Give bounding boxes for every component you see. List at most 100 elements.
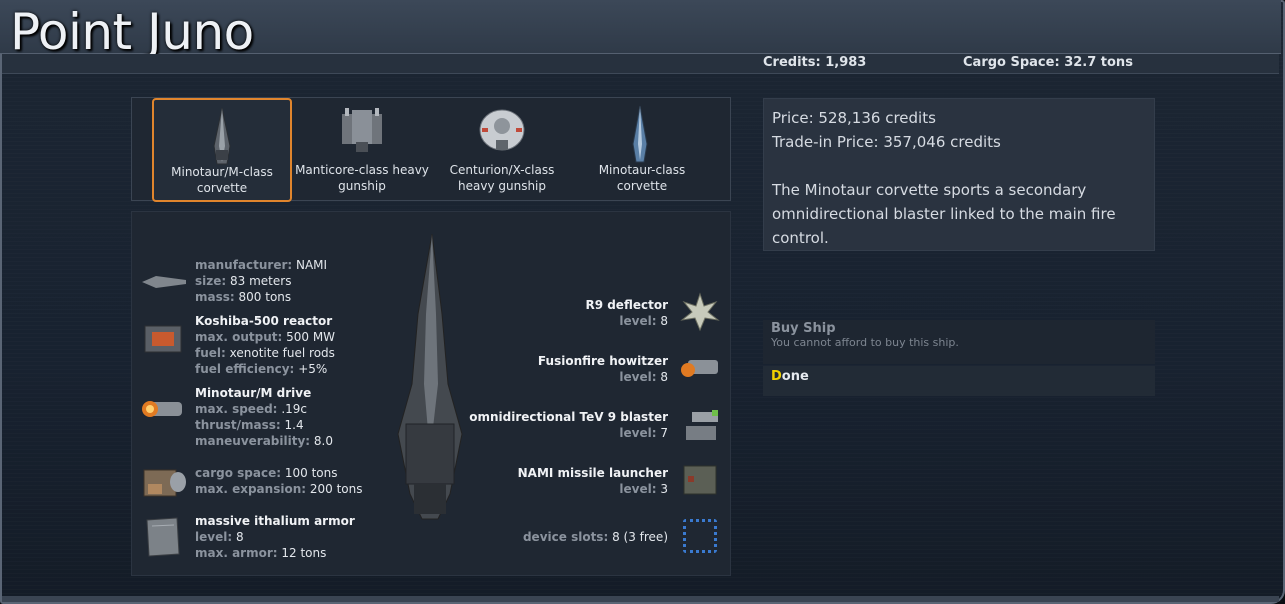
buy-ship-reason: You cannot afford to buy this ship. bbox=[771, 336, 959, 349]
cargo-readout: Cargo Space: 32.7 tons bbox=[963, 55, 1133, 70]
reactor-specs: Koshiba-500 reactor max. output: 500 MW … bbox=[195, 313, 335, 377]
spec-key: maneuverability: bbox=[195, 434, 311, 448]
ship-tile-manticore[interactable]: Manticore-class heavy gunship bbox=[292, 98, 432, 202]
spec-key: max. output: bbox=[195, 330, 283, 344]
ship-label-line2: heavy gunship bbox=[458, 179, 546, 193]
ship-label-line1: Minotaur/M-class bbox=[171, 165, 273, 179]
empty-slot-icon bbox=[683, 519, 717, 553]
blaster-turret-icon bbox=[686, 410, 718, 440]
spec-value: 100 tons bbox=[284, 466, 338, 480]
device-level-value: 8 bbox=[660, 314, 668, 328]
reactor-icon bbox=[144, 325, 182, 353]
credits-label: Credits: bbox=[763, 55, 821, 70]
device-slots-key: device slots: bbox=[522, 530, 609, 544]
ship-schematic-image bbox=[397, 234, 463, 520]
cargo-hold-icon bbox=[143, 469, 186, 497]
ship-info-box: Price: 528,136 credits Trade-in Price: 3… bbox=[763, 98, 1155, 251]
reactor-name: Koshiba-500 reactor bbox=[195, 314, 333, 328]
ship-label-line1: Minotaur-class bbox=[598, 163, 686, 177]
buy-ship-title: Buy Ship bbox=[771, 321, 836, 336]
spec-value: +5% bbox=[298, 362, 328, 376]
description-line: omnidirectional blaster linked to the ma… bbox=[772, 205, 1116, 223]
device-slots-value: 8 (3 free) bbox=[612, 530, 668, 544]
device-fusionfire-howitzer: Fusionfire howitzer level: 8 bbox=[368, 353, 668, 385]
device-name: R9 deflector bbox=[585, 298, 668, 312]
credits-value: 1,983 bbox=[825, 55, 867, 70]
device-level-key: level: bbox=[619, 426, 657, 440]
spec-key: level: bbox=[195, 530, 233, 544]
ship-label-line1: Centurion/X-class bbox=[449, 163, 555, 177]
cargo-value: 32.7 tons bbox=[1064, 55, 1133, 70]
spec-value: .19c bbox=[281, 402, 307, 416]
credits-readout: Credits: 1,983 bbox=[763, 55, 866, 70]
minotaur-m-ship-icon bbox=[213, 107, 231, 165]
device-tev9-blaster: omnidirectional TeV 9 blaster level: 7 bbox=[368, 409, 668, 441]
hull-icon bbox=[142, 276, 186, 288]
cargo-specs: cargo space: 100 tons max. expansion: 20… bbox=[195, 465, 362, 497]
ship-selector: Minotaur/M-class corvette Manticore-clas… bbox=[131, 97, 731, 202]
spec-value: 800 tons bbox=[238, 290, 292, 304]
description-line: The Minotaur corvette sports a secondary bbox=[772, 181, 1087, 199]
spec-key: thrust/mass: bbox=[195, 418, 281, 432]
armor-name: massive ithalium armor bbox=[195, 514, 355, 528]
device-slots-readout: device slots: 8 (3 free) bbox=[368, 529, 668, 545]
missile-launcher-icon bbox=[683, 465, 717, 495]
device-name: Fusionfire howitzer bbox=[537, 354, 668, 368]
spec-key: manufacturer: bbox=[195, 258, 293, 272]
description-line: control. bbox=[772, 229, 829, 247]
spec-key: mass: bbox=[195, 290, 235, 304]
ship-tile-minotaur-m[interactable]: Minotaur/M-class corvette bbox=[152, 98, 292, 202]
device-level-value: 3 bbox=[660, 482, 668, 496]
cargo-label: Cargo Space: bbox=[963, 55, 1060, 70]
device-level-value: 7 bbox=[660, 426, 668, 440]
ship-tile-minotaur[interactable]: Minotaur-class corvette bbox=[572, 98, 712, 202]
deflector-icon bbox=[680, 292, 720, 332]
spec-key: max. expansion: bbox=[195, 482, 307, 496]
spec-key: cargo space: bbox=[195, 466, 282, 480]
device-name: omnidirectional TeV 9 blaster bbox=[469, 410, 668, 424]
device-name: NAMI missile launcher bbox=[517, 466, 668, 480]
howitzer-icon bbox=[681, 360, 718, 377]
bottom-edge bbox=[2, 596, 1279, 602]
device-r9-deflector: R9 deflector level: 8 bbox=[368, 297, 668, 329]
ship-label-line2: corvette bbox=[196, 181, 248, 195]
ship-label-line2: corvette bbox=[616, 179, 668, 193]
spec-key: size: bbox=[195, 274, 227, 288]
spec-value: 8 bbox=[235, 530, 244, 544]
device-level-key: level: bbox=[619, 314, 657, 328]
buy-ship-action[interactable]: Buy Ship You cannot afford to buy this s… bbox=[763, 320, 1155, 364]
spec-key: max. armor: bbox=[195, 546, 278, 560]
spec-key: max. speed: bbox=[195, 402, 278, 416]
spec-value: 83 meters bbox=[230, 274, 292, 288]
manticore-ship-icon bbox=[342, 108, 382, 152]
spec-value: 500 MW bbox=[286, 330, 336, 344]
device-nami-missile-launcher: NAMI missile launcher level: 3 bbox=[368, 465, 668, 497]
spec-key: fuel: bbox=[195, 346, 226, 360]
spec-value: NAMI bbox=[296, 258, 328, 272]
page-title: Point Juno bbox=[10, 3, 254, 61]
spec-value: 8.0 bbox=[313, 434, 334, 448]
armor-plate-icon bbox=[146, 517, 180, 557]
drive-name: Minotaur/M drive bbox=[195, 386, 312, 400]
spec-value: 200 tons bbox=[309, 482, 363, 496]
done-hotkey: D bbox=[771, 369, 782, 384]
spec-value: xenotite fuel rods bbox=[229, 346, 335, 360]
device-level-key: level: bbox=[619, 482, 657, 496]
title-bar bbox=[0, 0, 1281, 54]
done-label: one bbox=[781, 369, 809, 384]
action-list: Buy Ship You cannot afford to buy this s… bbox=[763, 320, 1155, 396]
spec-value: 1.4 bbox=[284, 418, 304, 432]
spec-key: fuel efficiency: bbox=[195, 362, 295, 376]
spec-value: 12 tons bbox=[281, 546, 327, 560]
price-text: Price: 528,136 credits bbox=[772, 109, 936, 127]
tradein-price-text: Trade-in Price: 357,046 credits bbox=[772, 133, 1001, 151]
done-button[interactable]: Done bbox=[763, 366, 1155, 396]
ship-label-line1: Manticore-class heavy bbox=[295, 163, 429, 177]
centurion-ship-icon bbox=[479, 109, 525, 151]
drive-specs: Minotaur/M drive max. speed: .19c thrust… bbox=[195, 385, 333, 449]
ship-stats-panel: manufacturer: NAMI size: 83 meters mass:… bbox=[131, 211, 731, 576]
ship-tile-centurion[interactable]: Centurion/X-class heavy gunship bbox=[432, 98, 572, 202]
armor-specs: massive ithalium armor level: 8 max. arm… bbox=[195, 513, 355, 561]
hull-specs: manufacturer: NAMI size: 83 meters mass:… bbox=[195, 257, 327, 305]
minotaur-ship-icon bbox=[632, 105, 648, 163]
